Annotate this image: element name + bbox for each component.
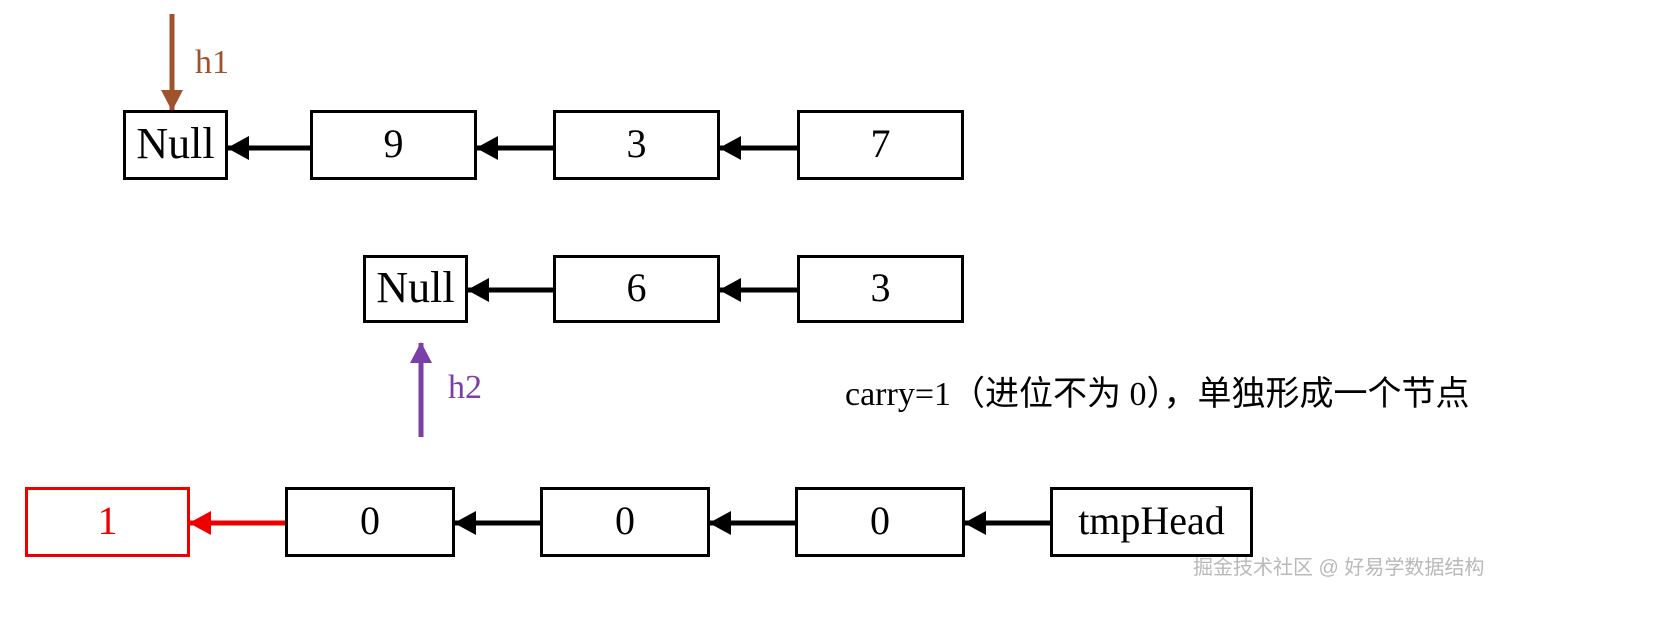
link-arrow-shaft	[710, 520, 795, 526]
node-value: 0	[615, 498, 635, 543]
pointer-arrow-shaft	[169, 14, 175, 110]
link-arrow-head	[467, 278, 489, 302]
pointer-label-h2: h2	[448, 369, 482, 406]
node-box[interactable]: 7	[797, 110, 964, 180]
pointer-arrow-head	[161, 90, 183, 111]
node-box[interactable]: 0	[285, 487, 455, 557]
node-value: Null	[376, 263, 455, 312]
link-arrow-shaft	[720, 287, 797, 293]
node-box[interactable]: 3	[553, 110, 720, 180]
link-arrow-head	[719, 136, 741, 160]
node-value: 6	[626, 265, 647, 310]
link-arrow-shaft	[468, 287, 553, 293]
node-value: 0	[870, 498, 890, 543]
pointer-arrow-head	[410, 342, 432, 363]
node-value: 0	[360, 498, 380, 543]
link-arrow-shaft	[190, 520, 285, 526]
link-arrow-shaft	[455, 520, 540, 526]
node-box[interactable]: Null	[123, 110, 228, 180]
node-box[interactable]: 9	[310, 110, 477, 180]
node-value: 9	[383, 121, 404, 166]
link-arrow-head	[454, 511, 476, 535]
node-box[interactable]: tmpHead	[1050, 487, 1253, 557]
pointer-label-h1: h1	[195, 44, 229, 81]
node-box[interactable]: 0	[540, 487, 710, 557]
pointer-arrow-shaft	[418, 343, 424, 437]
link-arrow-head	[719, 278, 741, 302]
node-value: tmpHead	[1078, 498, 1225, 543]
link-arrow-shaft	[965, 520, 1050, 526]
node-box[interactable]: 1	[25, 487, 190, 557]
link-arrow-head	[227, 136, 249, 160]
link-arrow-head	[964, 511, 986, 535]
node-value: 3	[870, 265, 891, 310]
node-value: Null	[136, 119, 215, 168]
node-box[interactable]: 0	[795, 487, 965, 557]
link-arrow-shaft	[720, 145, 797, 151]
node-box[interactable]: 3	[797, 255, 964, 323]
watermark-text: 掘金技术社区 @ 好易学数据结构	[1193, 557, 1485, 579]
link-arrow-head	[476, 136, 498, 160]
link-arrow-head	[709, 511, 731, 535]
node-value: 3	[626, 121, 647, 166]
carry-caption: carry=1（进位不为 0），单独形成一个节点	[845, 376, 1470, 413]
link-arrow-head	[189, 511, 211, 535]
node-box[interactable]: 6	[553, 255, 720, 323]
node-value: 1	[97, 498, 118, 543]
link-arrow-shaft	[228, 145, 310, 151]
node-box[interactable]: Null	[363, 255, 468, 323]
link-arrow-shaft	[477, 145, 553, 151]
node-value: 7	[870, 121, 891, 166]
